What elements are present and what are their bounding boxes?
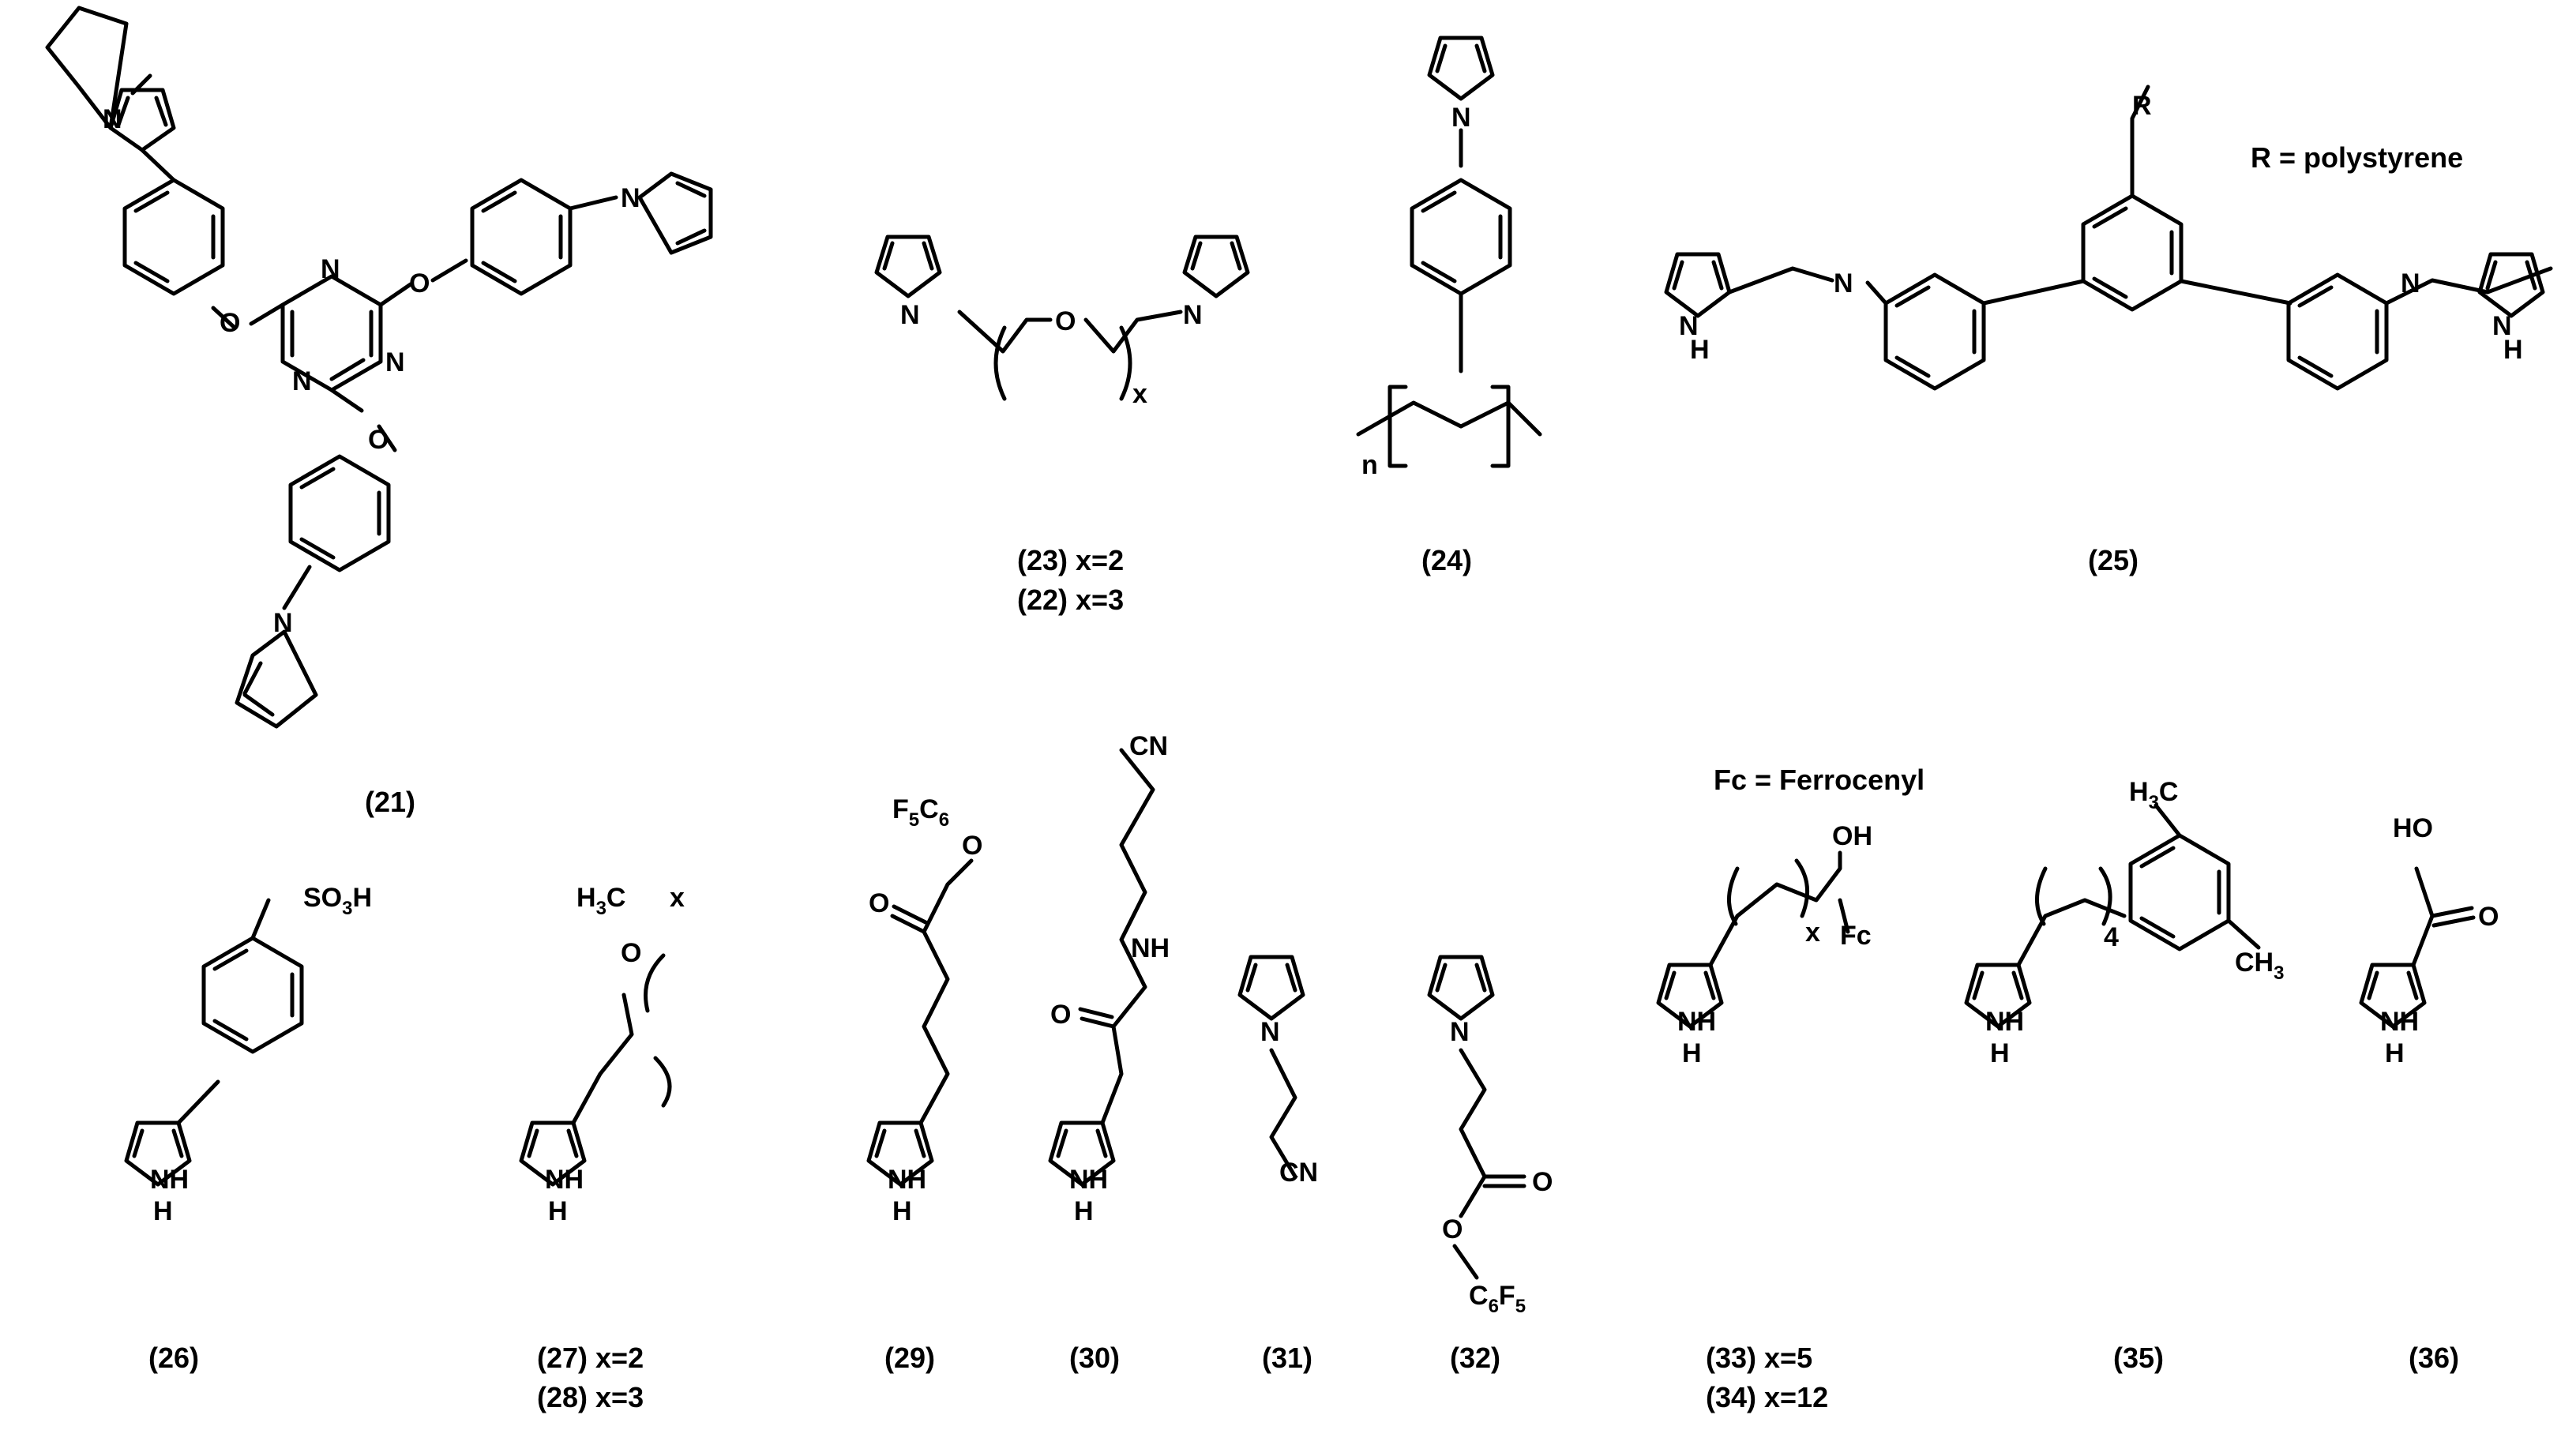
atom-nh: NH bbox=[1677, 1007, 1716, 1037]
atom-n: N bbox=[1834, 268, 1853, 298]
atom-o: O bbox=[869, 888, 889, 918]
compound-label-30: (30) bbox=[1069, 1342, 1120, 1374]
atom-n: N bbox=[1679, 311, 1699, 341]
atom-o: O bbox=[1442, 1214, 1463, 1244]
atom-o: O bbox=[1050, 1000, 1071, 1030]
atom-h: H bbox=[1690, 335, 1710, 365]
structure-27-28: H3C x O NH H (27) x=2 (28) x=3 bbox=[519, 883, 685, 1413]
atom-ch3: CH3 bbox=[2235, 948, 2284, 984]
atom-nh: NH bbox=[150, 1165, 189, 1195]
compound-label-34: (34) x=12 bbox=[1706, 1381, 1828, 1413]
atom-r: R bbox=[2132, 91, 2152, 121]
atom-o: O bbox=[962, 831, 982, 861]
compound-label-23: (23) x=2 bbox=[1017, 544, 1124, 576]
structure-36: HO O NH H (36) bbox=[2359, 813, 2499, 1374]
atom-cn: CN bbox=[1279, 1158, 1318, 1188]
atom-nh: NH bbox=[888, 1165, 926, 1195]
atom-h: H bbox=[892, 1196, 912, 1226]
atom-h: H bbox=[1074, 1196, 1094, 1226]
compound-label-33: (33) x=5 bbox=[1706, 1342, 1812, 1374]
structure-21: N O N N N O N O N (21) bbox=[45, 6, 713, 818]
compound-label-36: (36) bbox=[2409, 1342, 2459, 1374]
atom-cn: CN bbox=[1129, 731, 1168, 761]
atom-so3h: SO3H bbox=[303, 883, 372, 919]
atom-fc: Fc bbox=[1840, 921, 1872, 951]
structure-30: O NH CN NH H (30) bbox=[1048, 731, 1170, 1374]
atom-h: H bbox=[2385, 1038, 2405, 1068]
atom-o: O bbox=[368, 425, 389, 455]
atom-h3c: H3C bbox=[2129, 777, 2178, 813]
structure-35: H3C CH3 4 NH H (35) bbox=[1964, 777, 2284, 1374]
note-r-polystyrene: R = polystyrene bbox=[2251, 141, 2463, 174]
atom-h: H bbox=[153, 1196, 173, 1226]
atom-nh: NH bbox=[1131, 933, 1170, 963]
atom-n: N bbox=[292, 366, 312, 396]
compound-label-28: (28) x=3 bbox=[537, 1381, 644, 1413]
atom-o: O bbox=[220, 308, 240, 338]
atom-n: N bbox=[385, 347, 405, 377]
atom-n: N bbox=[621, 183, 640, 213]
atom-nh: NH bbox=[2380, 1007, 2419, 1037]
compound-label-25: (25) bbox=[2088, 544, 2139, 576]
atom-h: H bbox=[1990, 1038, 2010, 1068]
atom-n: N bbox=[1450, 1017, 1470, 1047]
atom-n: N bbox=[273, 608, 293, 638]
compound-label-22: (22) x=3 bbox=[1017, 584, 1124, 616]
atom-c6f5: C6F5 bbox=[1469, 1281, 1526, 1317]
atom-o: O bbox=[621, 938, 641, 968]
atom-repeat-4: 4 bbox=[2104, 922, 2119, 952]
atom-o: O bbox=[1055, 306, 1076, 336]
structure-26: SO3H NH H (26) bbox=[124, 883, 372, 1374]
atom-x: x bbox=[1805, 918, 1820, 948]
atom-h: H bbox=[1682, 1038, 1702, 1068]
atom-oh: OH bbox=[1832, 821, 1872, 851]
atom-n: N bbox=[1451, 103, 1471, 133]
atom-h3c: H3C bbox=[576, 883, 625, 919]
atom-x: x bbox=[1132, 379, 1147, 409]
note-fc-ferrocenyl: Fc = Ferrocenyl bbox=[1714, 764, 1924, 796]
structure-23-22: N O N x (23) x=2 (22) x=3 bbox=[874, 235, 1250, 616]
atom-nh: NH bbox=[1985, 1007, 2024, 1037]
compound-label-35: (35) bbox=[2113, 1342, 2164, 1374]
atom-n: N bbox=[1183, 300, 1203, 330]
atom-n: N bbox=[1260, 1017, 1280, 1047]
atom-n-index: n bbox=[1361, 450, 1378, 480]
structure-31: N CN (31) bbox=[1237, 955, 1318, 1374]
structure-24: N n (24) bbox=[1356, 36, 1542, 576]
atom-n: N bbox=[103, 104, 122, 134]
compound-label-32: (32) bbox=[1450, 1342, 1500, 1374]
compound-label-31: (31) bbox=[1262, 1342, 1312, 1374]
atom-f5c6: F5C6 bbox=[892, 794, 949, 831]
structure-29: O O F5C6 NH H (29) bbox=[866, 794, 982, 1374]
atom-n: N bbox=[2492, 311, 2512, 341]
atom-o: O bbox=[2478, 902, 2499, 932]
atom-nh: NH bbox=[1069, 1165, 1108, 1195]
atom-h: H bbox=[2503, 335, 2523, 365]
atom-h: H bbox=[548, 1196, 568, 1226]
atom-x: x bbox=[670, 883, 685, 913]
compound-label-29: (29) bbox=[884, 1342, 935, 1374]
structure-32: N O O C6F5 (32) bbox=[1427, 955, 1553, 1374]
atom-nh: NH bbox=[545, 1165, 584, 1195]
atom-n: N bbox=[900, 300, 920, 330]
structure-33-34: Fc = Ferrocenyl OH Fc x NH H (33) x=5 (3… bbox=[1656, 764, 1924, 1413]
structure-25: R R = polystyrene N N N H N H (25) bbox=[1664, 84, 2553, 576]
compound-label-27: (27) x=2 bbox=[537, 1342, 644, 1374]
compound-label-26: (26) bbox=[148, 1342, 199, 1374]
atom-o: O bbox=[409, 268, 430, 298]
atom-n: N bbox=[2401, 268, 2420, 298]
atom-o: O bbox=[1532, 1167, 1553, 1197]
atom-n: N bbox=[321, 254, 340, 284]
compound-label-21: (21) bbox=[365, 786, 415, 818]
atom-ho: HO bbox=[2393, 813, 2433, 843]
compound-label-24: (24) bbox=[1421, 544, 1472, 576]
